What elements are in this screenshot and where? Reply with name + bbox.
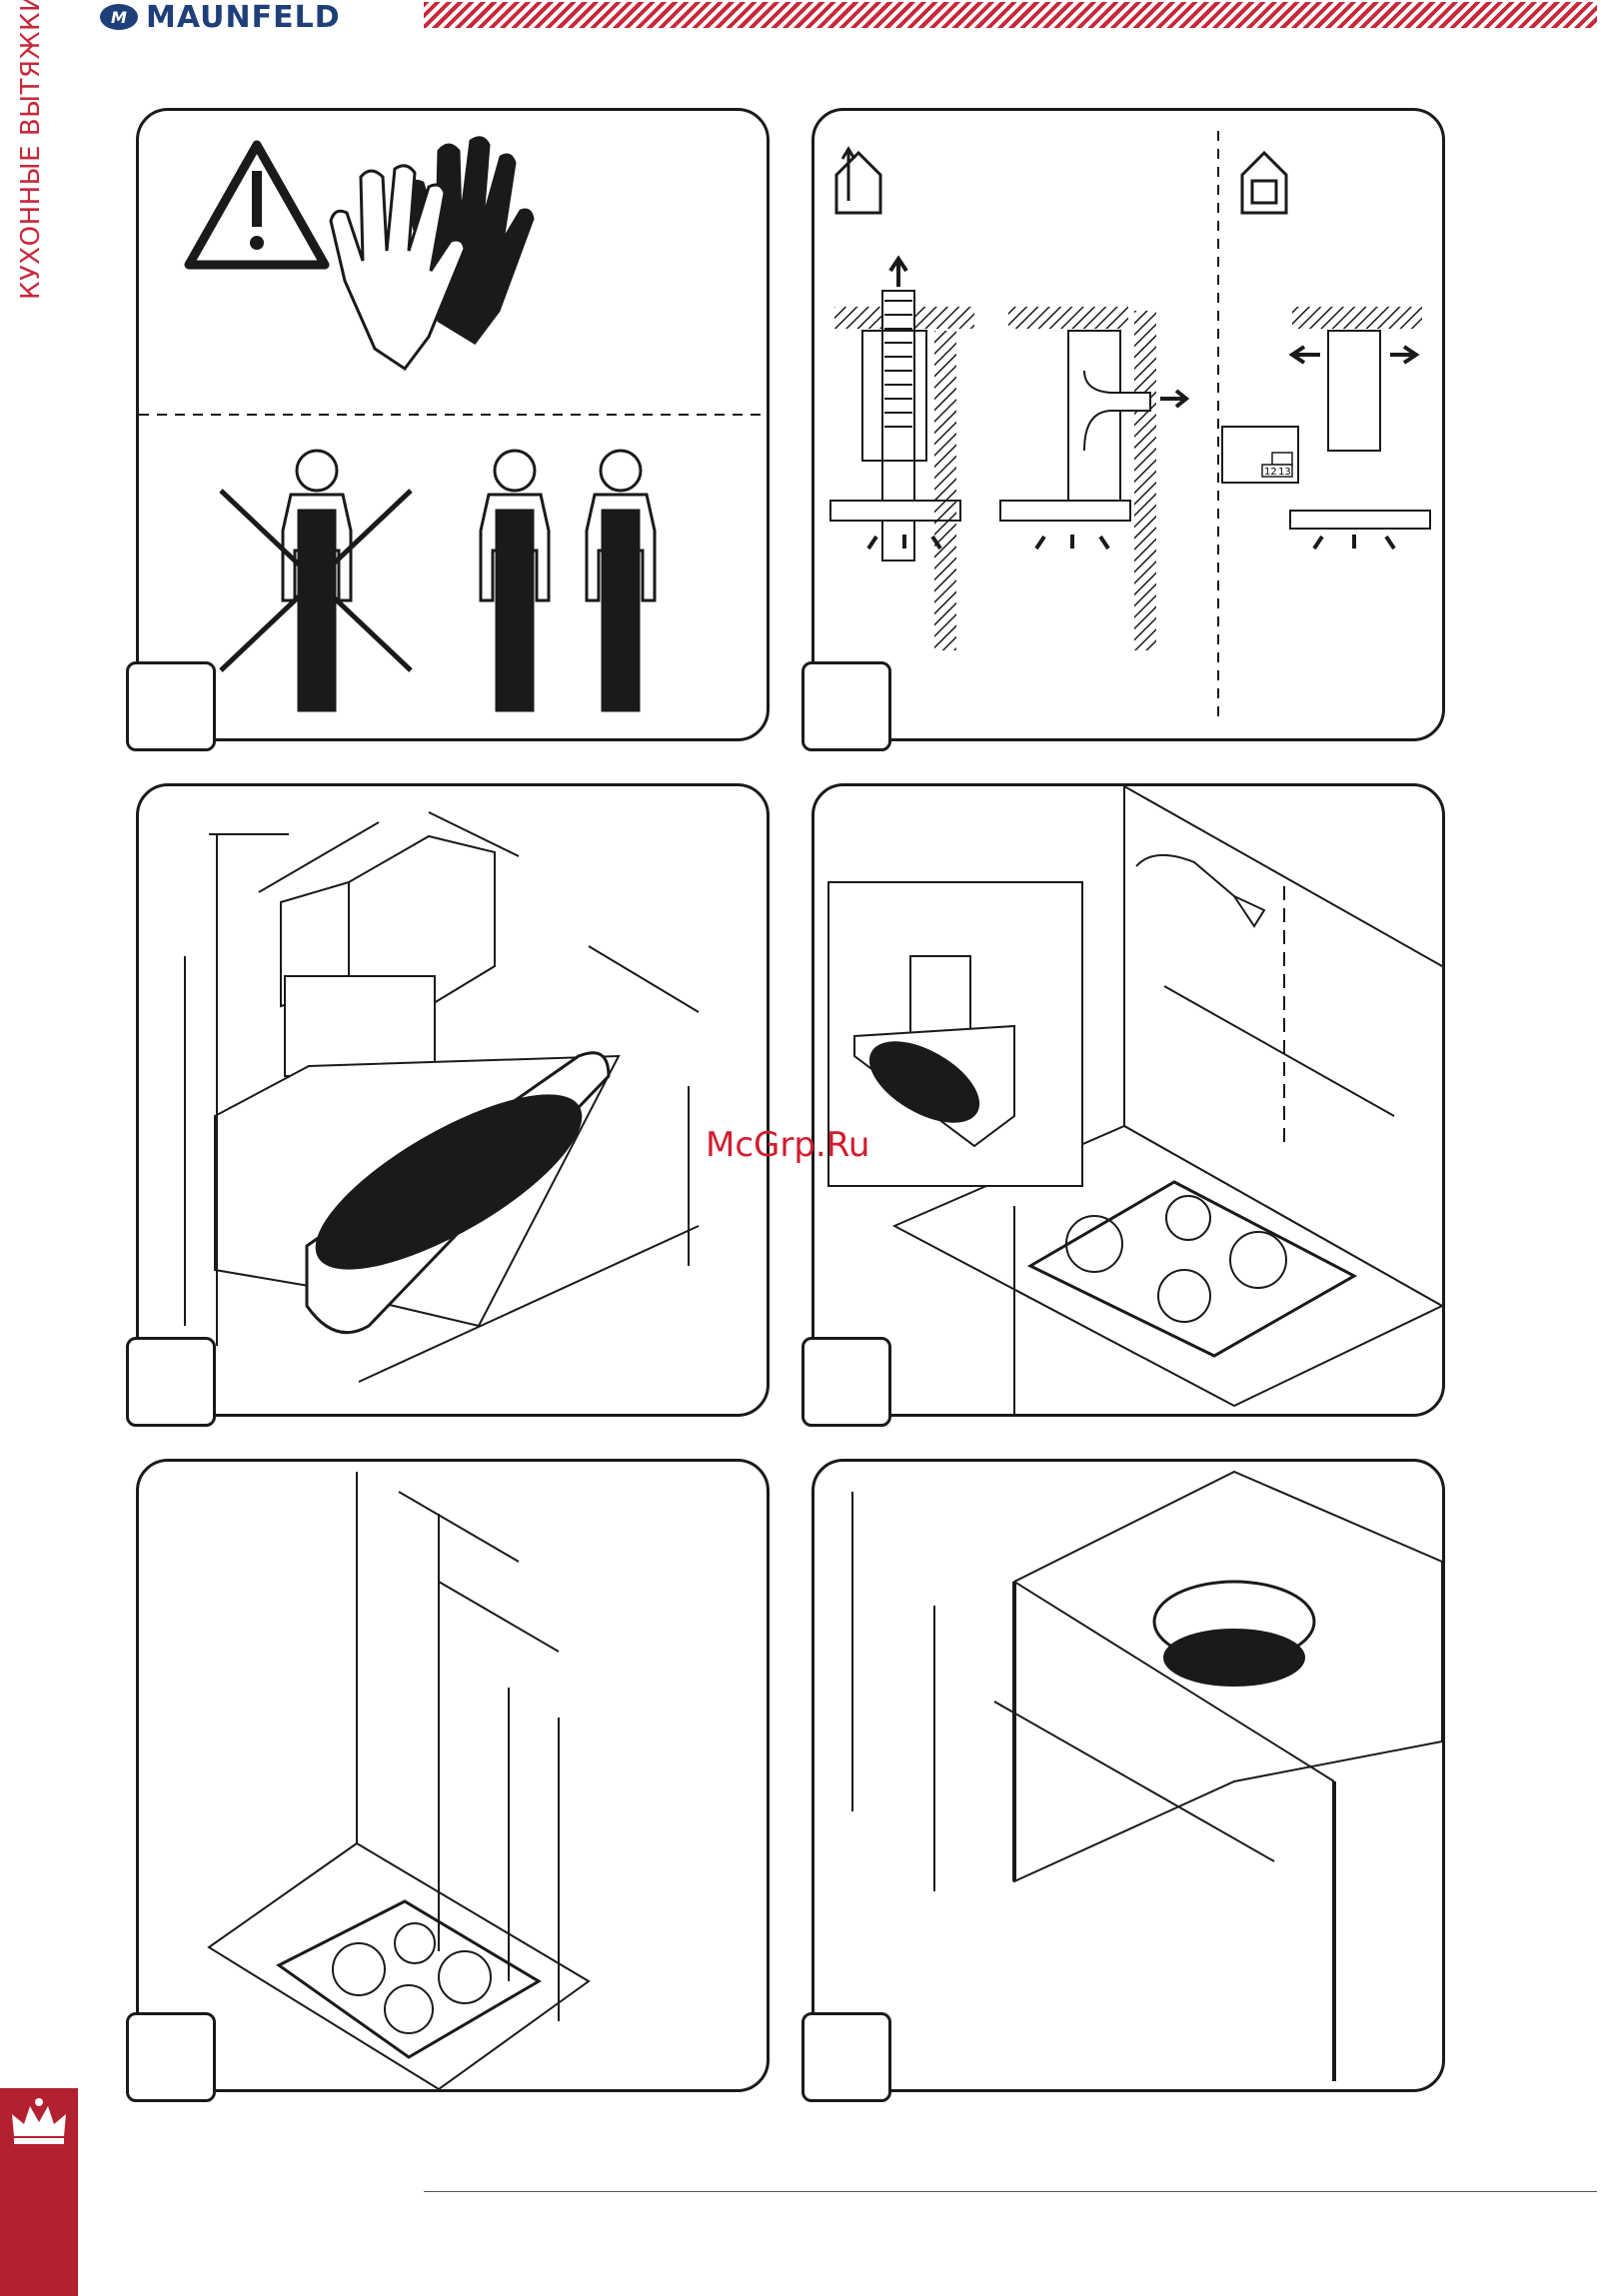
house-exhaust-icon	[836, 149, 880, 213]
brand-name: MAUNFELD	[146, 0, 341, 35]
footer-rule	[424, 2191, 1597, 2192]
figure-number-box	[801, 2012, 891, 2102]
marking-illustration	[814, 786, 1442, 1414]
panel-air-modes: 12 13	[811, 108, 1445, 741]
label-b: 13	[1278, 467, 1291, 478]
header-hatch-bar	[424, 2, 1597, 28]
crown-icon	[8, 2096, 70, 2152]
panel-marking	[811, 783, 1445, 1417]
brand-mark-icon: M	[100, 4, 138, 30]
figure-number-box	[126, 1337, 216, 1427]
bracket-illustration	[814, 1462, 1442, 2089]
watermark-text: McGrp.Ru	[706, 1125, 869, 1165]
panel-heights	[136, 1459, 770, 2092]
side-section-title: КУХОННЫЕ ВЫТЯЖКИ	[16, 0, 46, 300]
figure-number-box	[126, 661, 216, 751]
figure-number-box	[801, 661, 891, 751]
pencil-hand-icon	[1136, 855, 1264, 926]
person-icon	[587, 451, 655, 710]
air-modes-illustration: 12 13	[814, 111, 1442, 738]
label-a: 12	[1264, 467, 1277, 478]
heights-illustration	[139, 1462, 767, 2089]
panel-safety	[136, 108, 770, 741]
house-recirculation-icon	[1242, 153, 1286, 213]
panel-bracket	[811, 1459, 1445, 2092]
figure-number-box	[801, 1337, 891, 1427]
dimensions-illustration	[139, 786, 767, 1414]
person-icon	[481, 451, 549, 710]
figure-number-box	[126, 2012, 216, 2102]
gloves-icon	[331, 138, 533, 369]
brand-logo: M MAUNFELD	[100, 0, 341, 34]
safety-illustration	[139, 111, 767, 738]
panel-dimensions	[136, 783, 770, 1417]
